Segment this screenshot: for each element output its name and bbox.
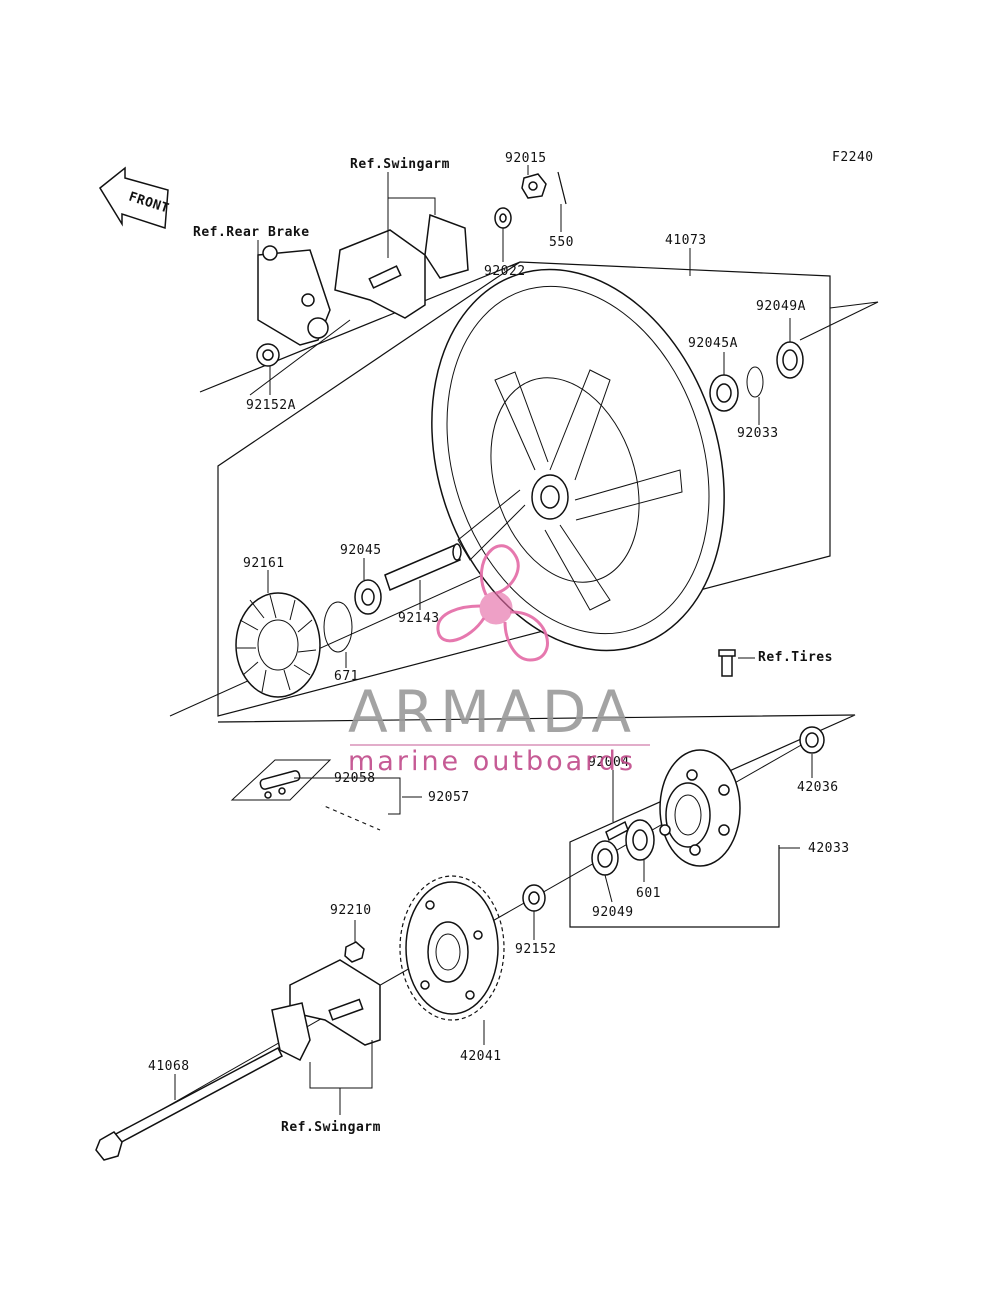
part-label-42036: 42036 — [797, 780, 839, 795]
tire-valve — [718, 649, 736, 677]
swingarm-adjuster-bottom — [271, 959, 381, 1062]
ref-rear-brake-label: Ref.Rear Brake — [193, 225, 310, 240]
part-label-92143: 92143 — [398, 611, 440, 626]
washer-92022 — [494, 207, 512, 229]
part-label-92033: 92033 — [737, 426, 779, 441]
figure-code: F2240 — [832, 150, 874, 165]
sprocket-hub-42033 — [659, 749, 741, 867]
rear-axle-41068 — [95, 1046, 283, 1161]
o-ring-671 — [323, 601, 353, 653]
part-label-550: 550 — [549, 235, 574, 250]
part-label-92210: 92210 — [330, 903, 372, 918]
part-label-42041: 42041 — [460, 1049, 502, 1064]
sleeve-92143 — [384, 543, 462, 592]
part-label-92045A: 92045A — [688, 336, 738, 351]
part-label-92161: 92161 — [243, 556, 285, 571]
rear-wheel-41073 — [431, 268, 725, 652]
chain-joint — [230, 759, 332, 801]
part-label-41073: 41073 — [665, 233, 707, 248]
watermark: ARMADA marine outboards — [348, 544, 650, 777]
part-label-92022: 92022 — [484, 264, 526, 279]
bearing-92045 — [354, 579, 382, 615]
cotter-pin-550 — [557, 171, 567, 205]
collar-92152 — [522, 884, 546, 912]
leader-lines — [174, 165, 813, 1115]
front-arrow-icon: FRONT — [99, 166, 171, 230]
rear-brake-bracket — [257, 245, 331, 346]
wheel-damper-92161 — [235, 592, 321, 698]
circlip-92033 — [746, 366, 764, 398]
part-label-92015: 92015 — [505, 151, 547, 166]
propeller-logo-icon — [436, 544, 549, 662]
seal-92049A — [776, 341, 804, 379]
drive-chain — [321, 803, 381, 832]
part-label-41068: 41068 — [148, 1059, 190, 1074]
collar-92152A — [256, 343, 280, 367]
collar-42036 — [799, 726, 825, 754]
nut-92210 — [344, 941, 365, 963]
part-label-92045: 92045 — [340, 543, 382, 558]
axle-nut-92015 — [521, 173, 547, 199]
part-label-42033: 42033 — [808, 841, 850, 856]
ref-tires-label: Ref.Tires — [758, 650, 833, 665]
swingarm-adjuster-top — [334, 213, 469, 319]
rear-sprocket-42041 — [399, 875, 505, 1021]
bearing-601 — [625, 819, 655, 861]
part-label-92004: 92004 — [588, 755, 630, 770]
part-label-92049: 92049 — [592, 905, 634, 920]
seal-92049 — [591, 840, 619, 876]
ref-swingarm-bottom-label: Ref.Swingarm — [281, 1120, 381, 1135]
part-label-92057: 92057 — [428, 790, 470, 805]
part-label-92058: 92058 — [334, 771, 376, 786]
watermark-tagline: marine outboards — [348, 746, 636, 777]
part-label-601: 601 — [636, 886, 661, 901]
part-label-92152: 92152 — [515, 942, 557, 957]
bearing-92045A — [709, 374, 739, 412]
ref-swingarm-top-label: Ref.Swingarm — [350, 157, 450, 172]
part-label-92152A: 92152A — [246, 398, 296, 413]
part-label-92049A: 92049A — [756, 299, 806, 314]
watermark-brand: ARMADA — [348, 678, 637, 746]
part-label-671: 671 — [334, 669, 359, 684]
